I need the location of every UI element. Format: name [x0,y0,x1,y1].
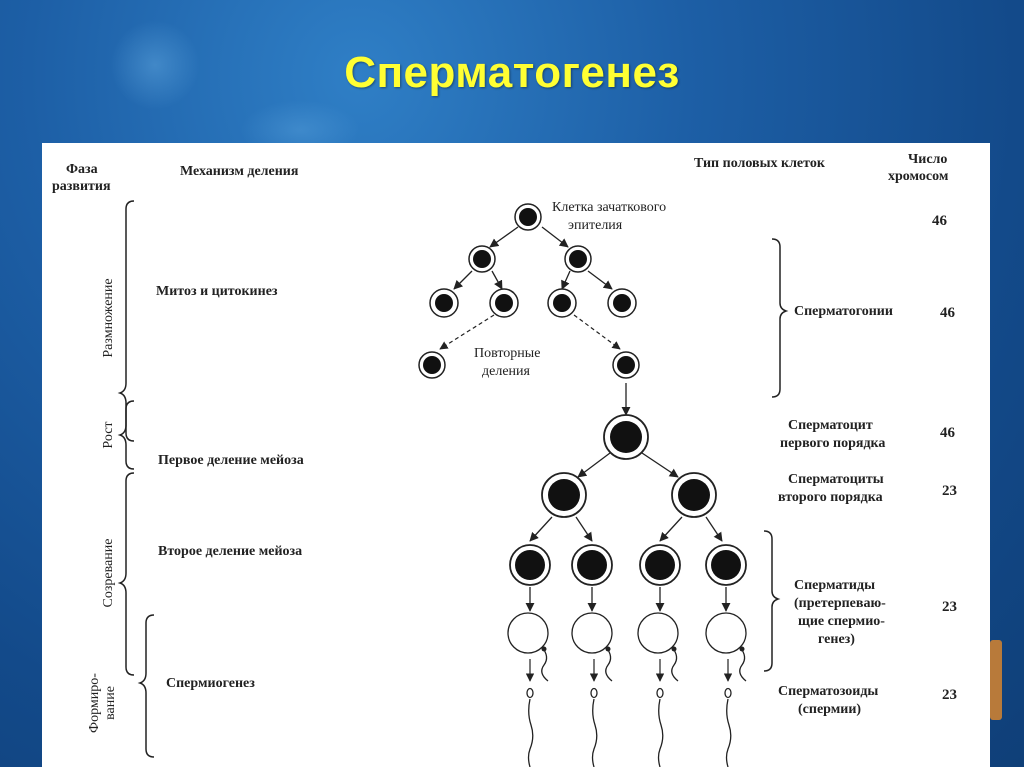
phase-reproduction: Размножение [101,278,116,357]
header-cell-type: Тип половых клеток [694,156,826,171]
celltype-spermatids-line1: Сперматиды [794,578,875,593]
secondary-spermatocyte [541,472,587,518]
celltype-spermatocyte1-line2: первого порядка [780,436,885,451]
spermiogenesis-nuclei [541,646,745,652]
header-chromosomes-line2: хромосом [888,169,949,184]
phase-formation-line2: вание [103,686,118,720]
chromosomes-germ: 46 [932,213,948,229]
spermatogonium [607,288,637,318]
spermatogonium [489,288,519,318]
slide-title: Сперматогенез [344,48,680,97]
diagram-panel: Фаза развития Механизм деления Тип полов… [42,143,990,767]
header-phase-line1: Фаза [66,162,98,177]
spermatogonium [418,351,446,379]
celltype-spermatocyte2-line1: Сперматоциты [788,472,884,487]
spermatid [509,544,551,586]
spermatogonium [564,245,592,273]
repeated-division-arrows [439,314,621,350]
cell-type-brackets [763,238,789,672]
division-arrows [453,226,731,612]
mechanism-mitosis: Митоз и цитокинез [156,284,278,299]
celltype-spermatozoa-line1: Сперматозоиды [778,684,878,699]
label-germ-cell-line1: Клетка зачаткового [552,200,666,215]
header-phase-line2: развития [52,179,111,194]
background-decoration [990,640,1002,720]
celltype-spermatids-line3: щие спермио- [798,614,885,629]
mechanism-meiosis1: Первое деление мейоза [158,453,304,468]
spermatogonium [612,351,640,379]
secondary-spermatocyte [671,472,717,518]
header-mechanism: Механизм деления [180,164,299,179]
label-repeated-line1: Повторные [474,346,540,361]
header-chromosomes-line1: Число [908,152,947,167]
mechanism-meiosis2: Второе деление мейоза [158,544,302,559]
chromosomes-spermatids: 23 [942,599,957,615]
germ-cell [514,203,542,231]
spermatogonium [429,288,459,318]
celltype-spermatocyte1-line1: Сперматоцит [788,418,873,433]
celltype-spermatocyte2-line2: второго порядка [778,490,883,505]
spermatogonium [468,245,496,273]
label-germ-cell-line2: эпителия [568,218,623,233]
chromosomes-spermatogonia: 46 [940,305,956,321]
primary-spermatocyte [603,414,649,460]
spermatid [571,544,613,586]
spermiogenesis-cells [507,612,747,682]
mechanism-spermiogenesis: Спермиогенез [166,676,255,691]
phase-brackets [117,200,155,758]
spermatogonium [547,288,577,318]
spermatogenesis-diagram: Фаза развития Механизм деления Тип полов… [52,152,957,767]
spermatozoa [526,687,732,767]
phase-growth: Рост [101,421,116,448]
spermiogenesis-arrows [525,659,733,682]
celltype-spermatids-line4: генез) [818,632,855,647]
background-flare [110,20,200,110]
chromosomes-spermatocyte2: 23 [942,483,957,499]
spermatid [705,544,747,586]
spermatid [639,544,681,586]
phase-maturation: Созревание [101,539,116,608]
phase-formation-line1: Формиро- [87,673,102,733]
chromosomes-spermatozoa: 23 [942,687,957,703]
celltype-spermatogonia: Сперматогонии [794,304,893,319]
celltype-spermatids-line2: (претерпеваю- [794,596,886,611]
label-repeated-line2: деления [482,364,531,379]
celltype-spermatozoa-line2: (спермии) [798,702,861,717]
chromosomes-spermatocyte1: 46 [940,425,956,441]
